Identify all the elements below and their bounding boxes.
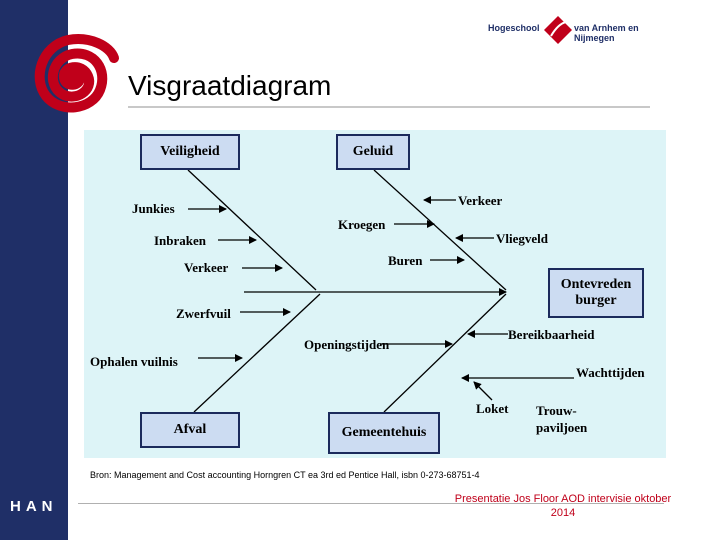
category-geluid: Geluid xyxy=(336,134,410,170)
category-veiligheid: Veiligheid xyxy=(140,134,240,170)
cause-wachttijden: Wachttijden xyxy=(576,365,645,380)
han-logo: HAN xyxy=(10,498,58,515)
category-afval: Afval xyxy=(140,412,240,448)
diamond-icon xyxy=(544,16,572,44)
bone-gemeentehuis xyxy=(383,293,507,413)
cause-verkeer-veiligheid: Verkeer xyxy=(184,260,229,275)
cause-ophalen-vuilnis: Ophalen vuilnis xyxy=(90,354,178,369)
fishbone-lines xyxy=(187,169,574,413)
logo-text-right: van Arnhem en Nijmegen xyxy=(574,23,639,43)
footer-divider xyxy=(78,503,664,504)
category-gemeentehuis: Gemeentehuis xyxy=(328,412,440,454)
spiral-logo-icon xyxy=(34,34,119,113)
cause-kroegen: Kroegen xyxy=(338,217,386,232)
cause-vliegveld: Vliegveld xyxy=(496,231,548,246)
title-divider xyxy=(128,106,650,108)
cause-inbraken: Inbraken xyxy=(154,233,207,248)
fishbone-diagram: Veiligheid Geluid Afval Gemeentehuis Ont… xyxy=(84,130,666,458)
cause-verkeer-geluid: Verkeer xyxy=(458,193,503,208)
slide-title: Visgraatdiagram xyxy=(128,70,332,101)
cause-junkies: Junkies xyxy=(132,201,175,216)
hogeschool-logo: Hogeschool van Arnhem en Nijmegen xyxy=(488,12,678,50)
cause-buren: Buren xyxy=(388,253,423,268)
outcome-box: Ontevreden burger xyxy=(548,268,644,318)
cause-loket: Loket xyxy=(476,401,509,416)
bone-geluid xyxy=(373,169,507,291)
source-note: Bron: Management and Cost accounting Hor… xyxy=(90,470,480,480)
footer-presenter: Presentatie Jos Floor AOD intervisie okt… xyxy=(454,493,672,519)
cause-bereikbaarheid: Bereikbaarheid xyxy=(508,327,595,342)
logo-text-left: Hogeschool xyxy=(488,23,540,33)
bone-veiligheid xyxy=(187,169,317,291)
cause-openingstijden: Openingstijden xyxy=(304,337,390,352)
bone-afval xyxy=(193,293,321,413)
cause-zwerfvuil: Zwerfvuil xyxy=(176,306,231,321)
cause-trouwpaviljoen: Trouw-paviljoen xyxy=(536,403,588,435)
arrow-loket xyxy=(473,381,493,401)
